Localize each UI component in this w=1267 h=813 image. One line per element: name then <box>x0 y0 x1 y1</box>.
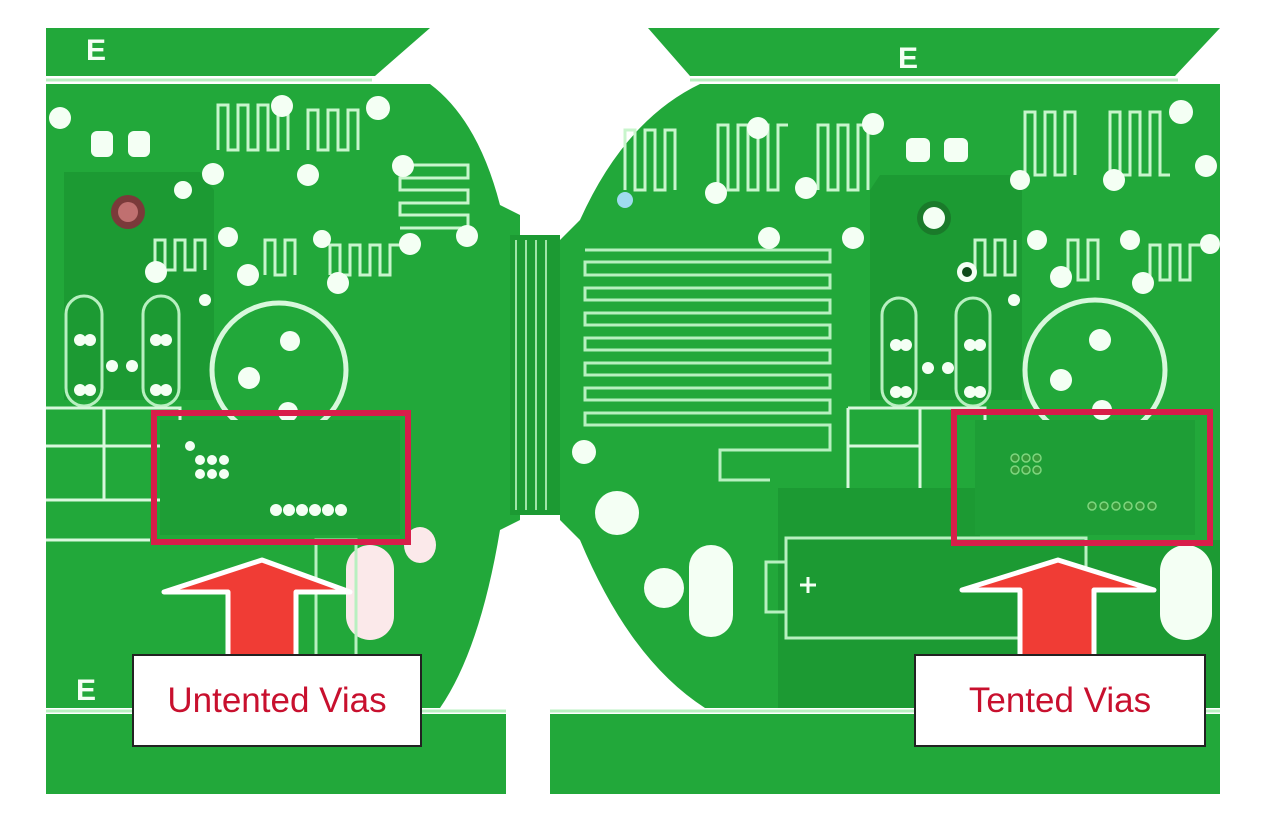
untented-highlight-box <box>151 410 411 545</box>
silk-mark-bottom-left: E <box>76 674 96 707</box>
silk-mark-top-left: E <box>86 34 106 67</box>
tented-highlight-box <box>951 409 1213 546</box>
tented-vias <box>1010 453 1157 511</box>
center-bridge <box>510 235 560 515</box>
arrow-up-right <box>959 557 1157 661</box>
left-board <box>46 28 520 794</box>
heater-trace <box>583 248 832 482</box>
untented-vias-label: Untented Vias <box>167 680 387 720</box>
silk-mark-top-right: E <box>898 42 918 75</box>
untented-vias-label-box: Untented Vias <box>132 654 422 747</box>
tented-vias-label-box: Tented Vias <box>914 654 1206 747</box>
left-top-tab <box>46 28 430 76</box>
right-board <box>550 28 1220 794</box>
tented-vias-label: Tented Vias <box>968 680 1152 720</box>
untented-vias <box>185 441 347 516</box>
right-top-tab <box>648 28 1220 76</box>
arrow-up-left <box>161 557 353 661</box>
